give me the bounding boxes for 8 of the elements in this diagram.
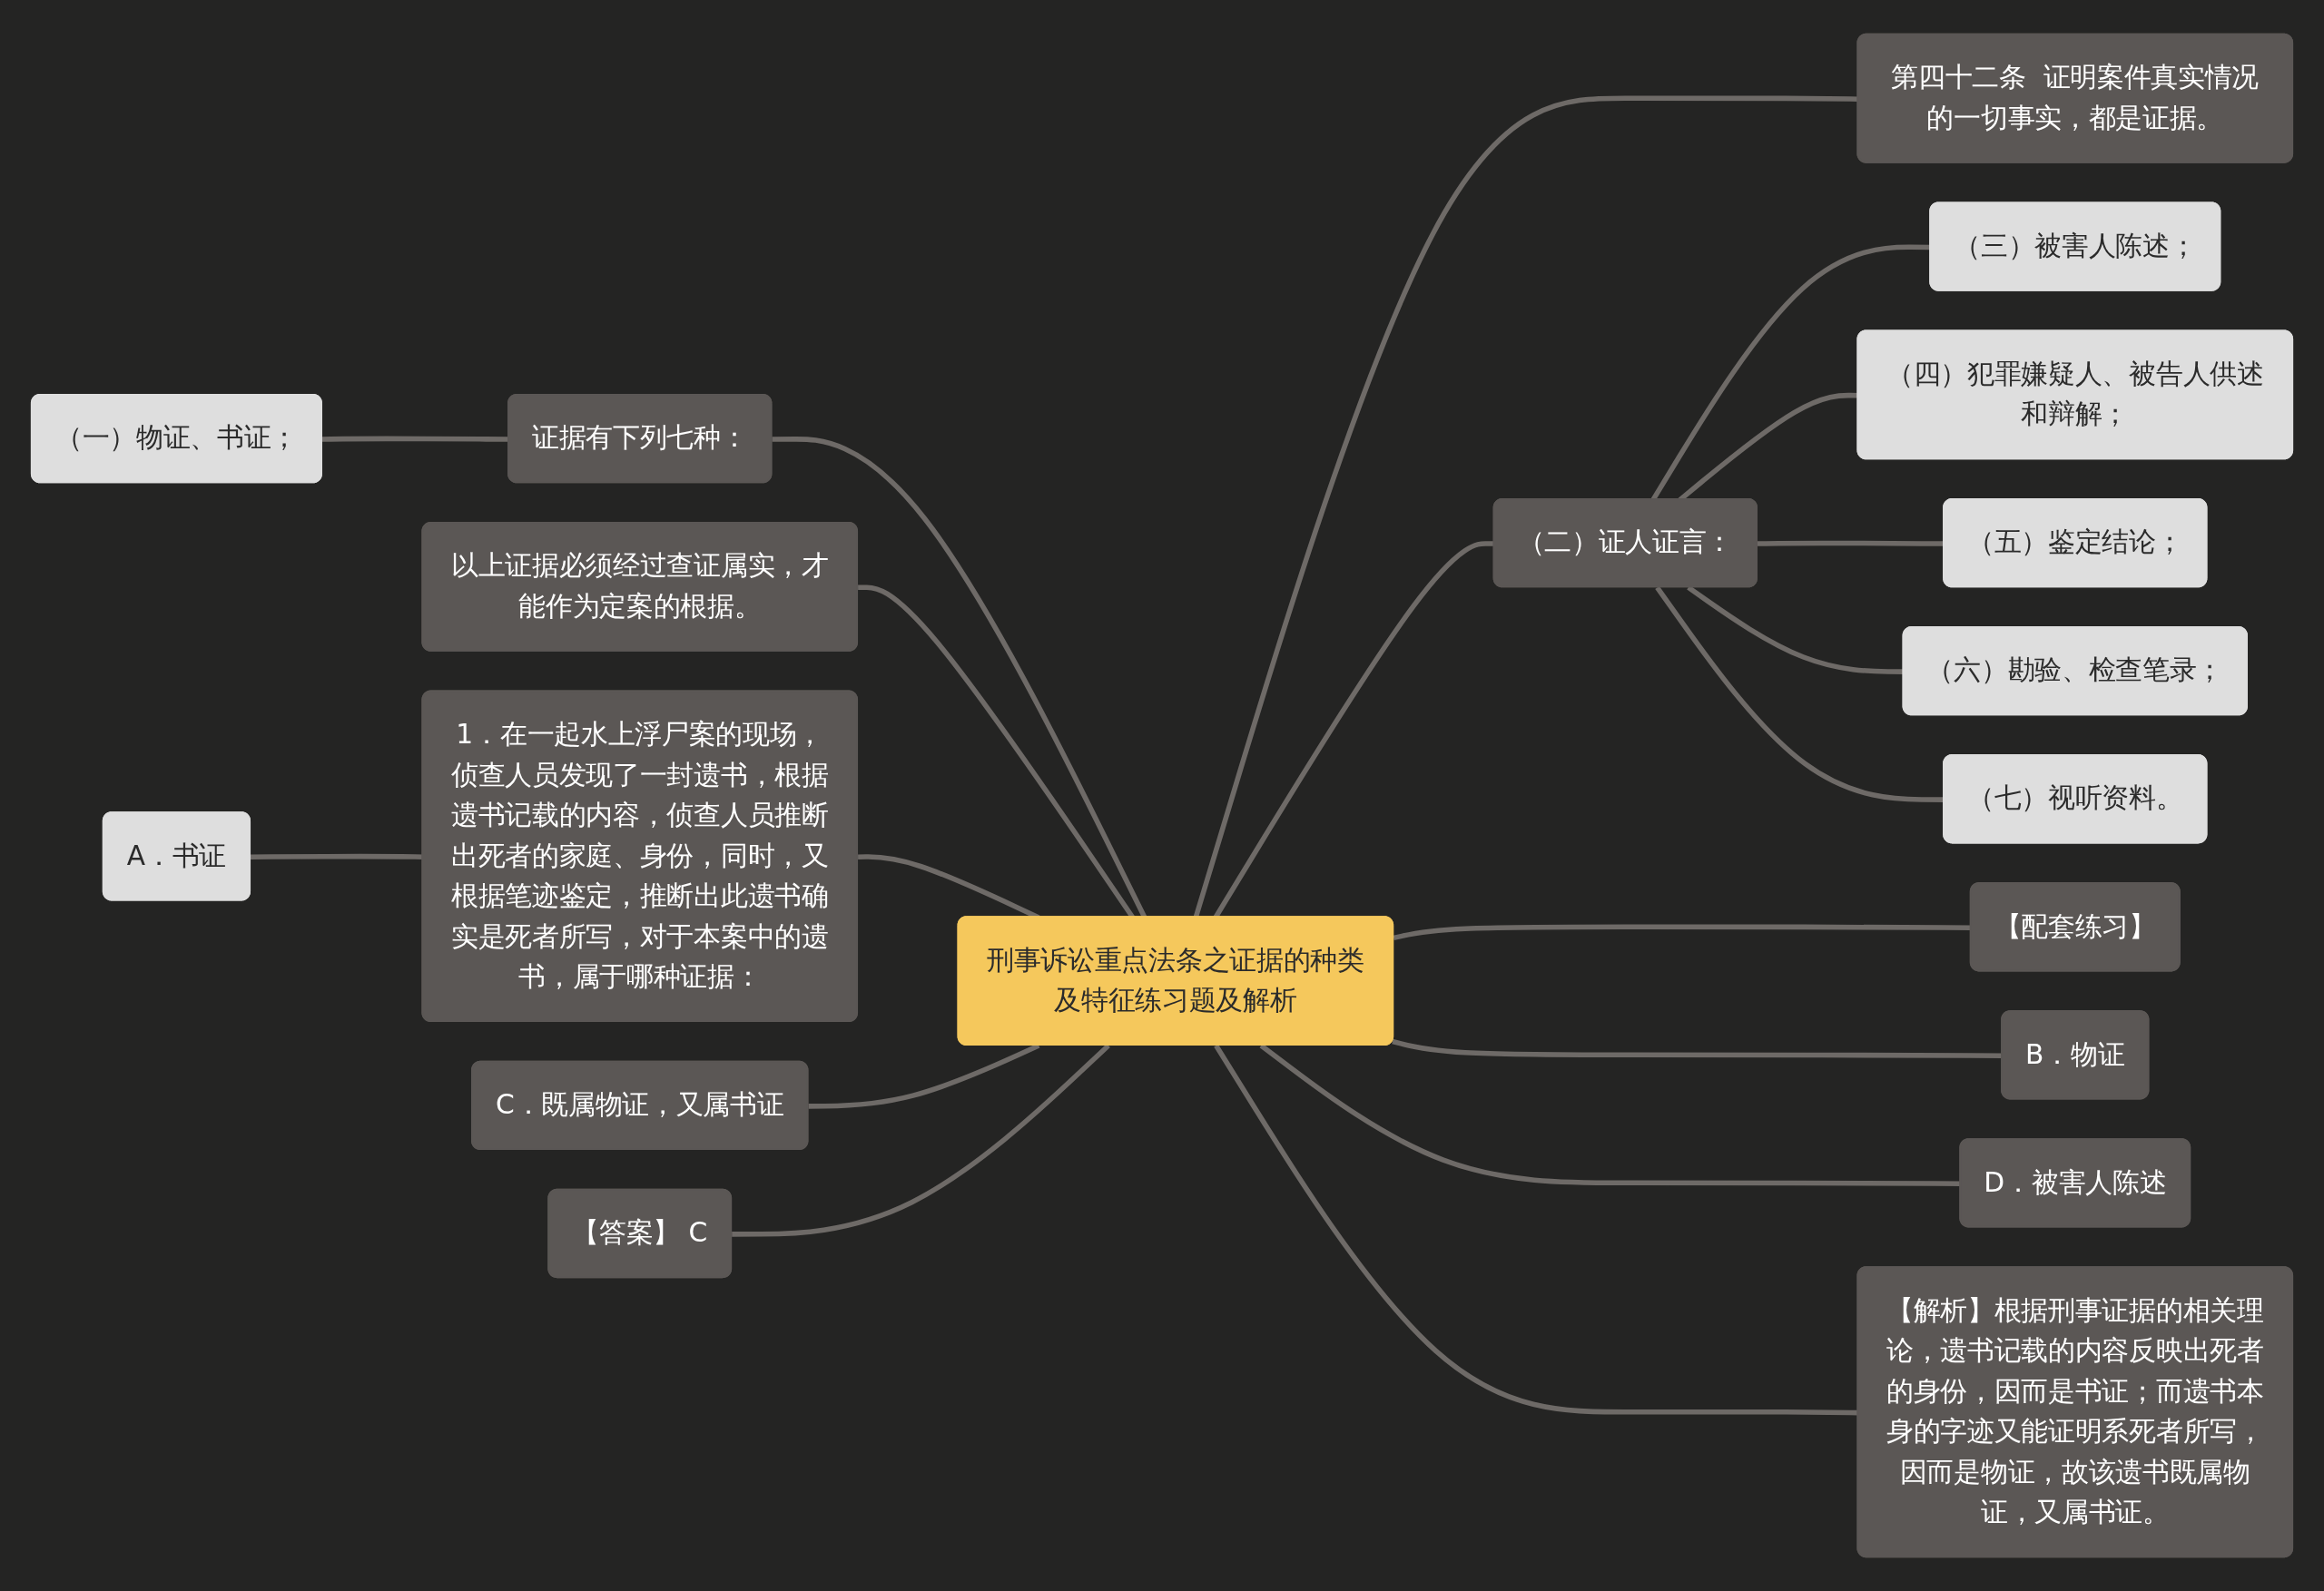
connector [1655, 585, 1945, 802]
connector [251, 853, 424, 859]
connector [1193, 95, 1859, 918]
connector [732, 1044, 1110, 1237]
connector [1687, 585, 1905, 674]
connector [321, 436, 509, 442]
connector [1757, 540, 1945, 546]
connector [1392, 1038, 2003, 1058]
